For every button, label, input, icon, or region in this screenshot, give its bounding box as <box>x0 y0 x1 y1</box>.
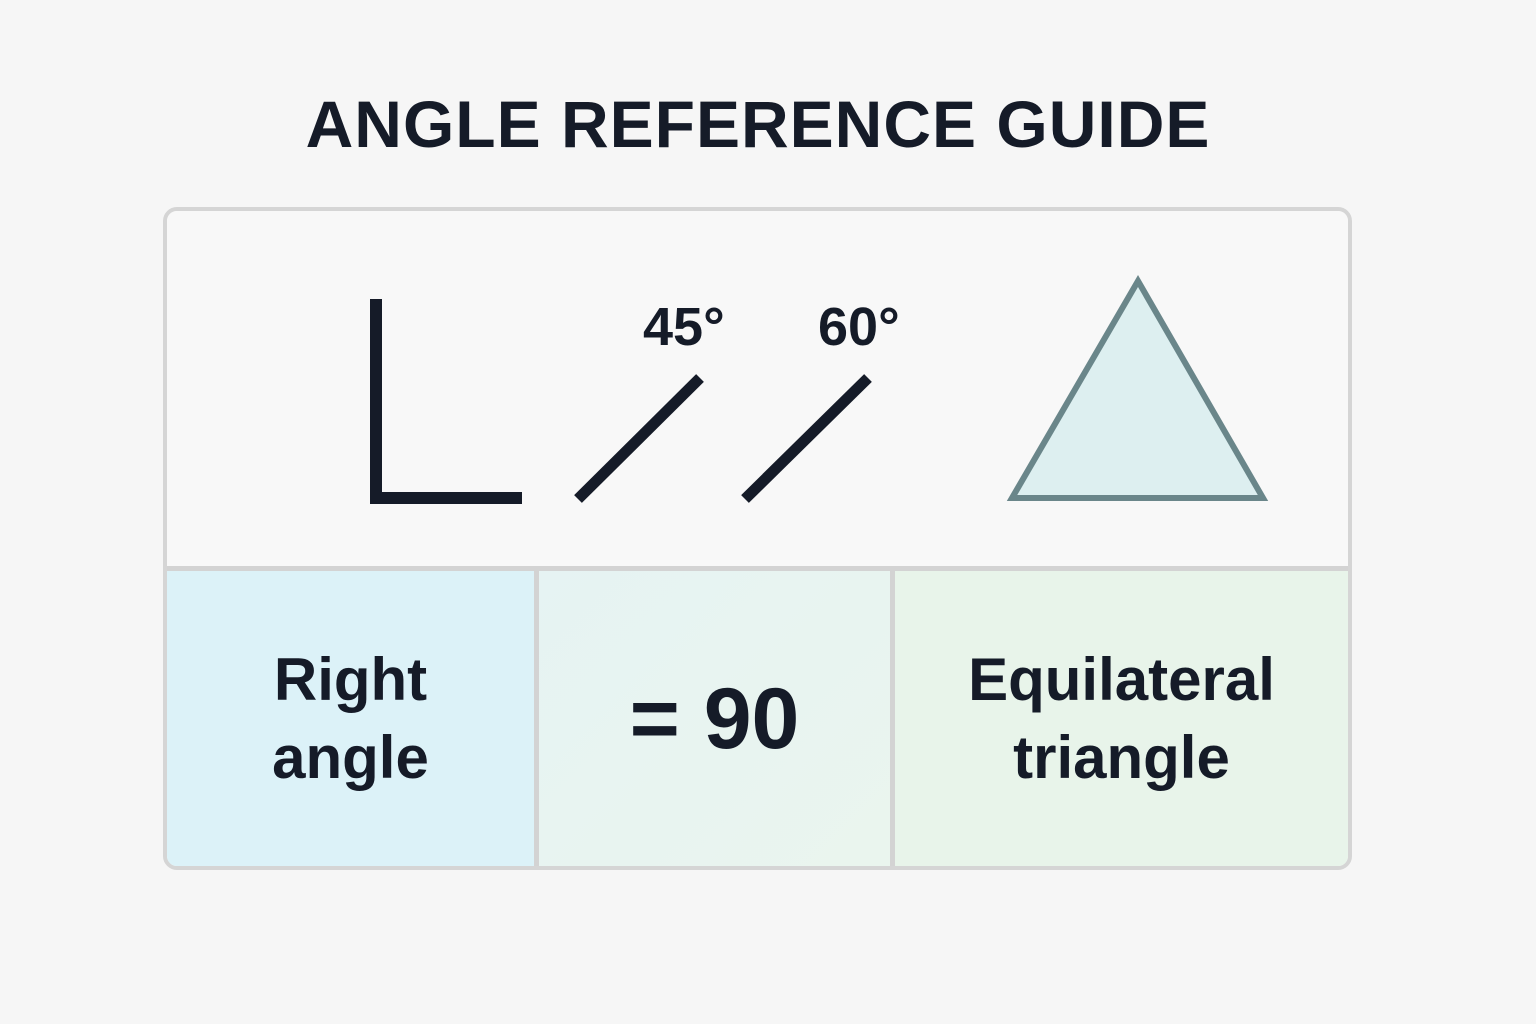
cell-equals-90-text: = 90 <box>629 670 800 767</box>
line-45-icon <box>574 374 704 503</box>
figures-canvas <box>370 275 1269 504</box>
cell-right-angle-line1: Right <box>273 645 428 713</box>
cell-equilateral-line2: triangle <box>1013 723 1230 791</box>
equilateral-triangle-icon <box>1006 275 1269 501</box>
label-60-degrees: 60° <box>818 297 900 357</box>
cell-equilateral-line1: Equilateral <box>968 645 1275 713</box>
angle-reference-card: 45° 60° Right angle = 90 Equilateral tri… <box>163 207 1352 870</box>
figures-panel: 45° 60° <box>167 211 1348 566</box>
label-45-degrees: 45° <box>643 297 725 357</box>
horizontal-divider <box>167 566 1348 571</box>
right-angle-icon <box>370 299 522 504</box>
label-row: Right angle = 90 Equilateral triangle <box>167 571 1348 866</box>
cell-equals-90: = 90 <box>534 571 890 866</box>
page-title: ANGLE REFERENCE GUIDE <box>305 87 1211 161</box>
cell-equilateral-triangle: Equilateral triangle <box>890 571 1348 866</box>
cell-right-angle: Right angle <box>167 571 534 866</box>
line-60-icon <box>741 374 872 503</box>
cell-right-angle-line2: angle <box>272 723 429 791</box>
